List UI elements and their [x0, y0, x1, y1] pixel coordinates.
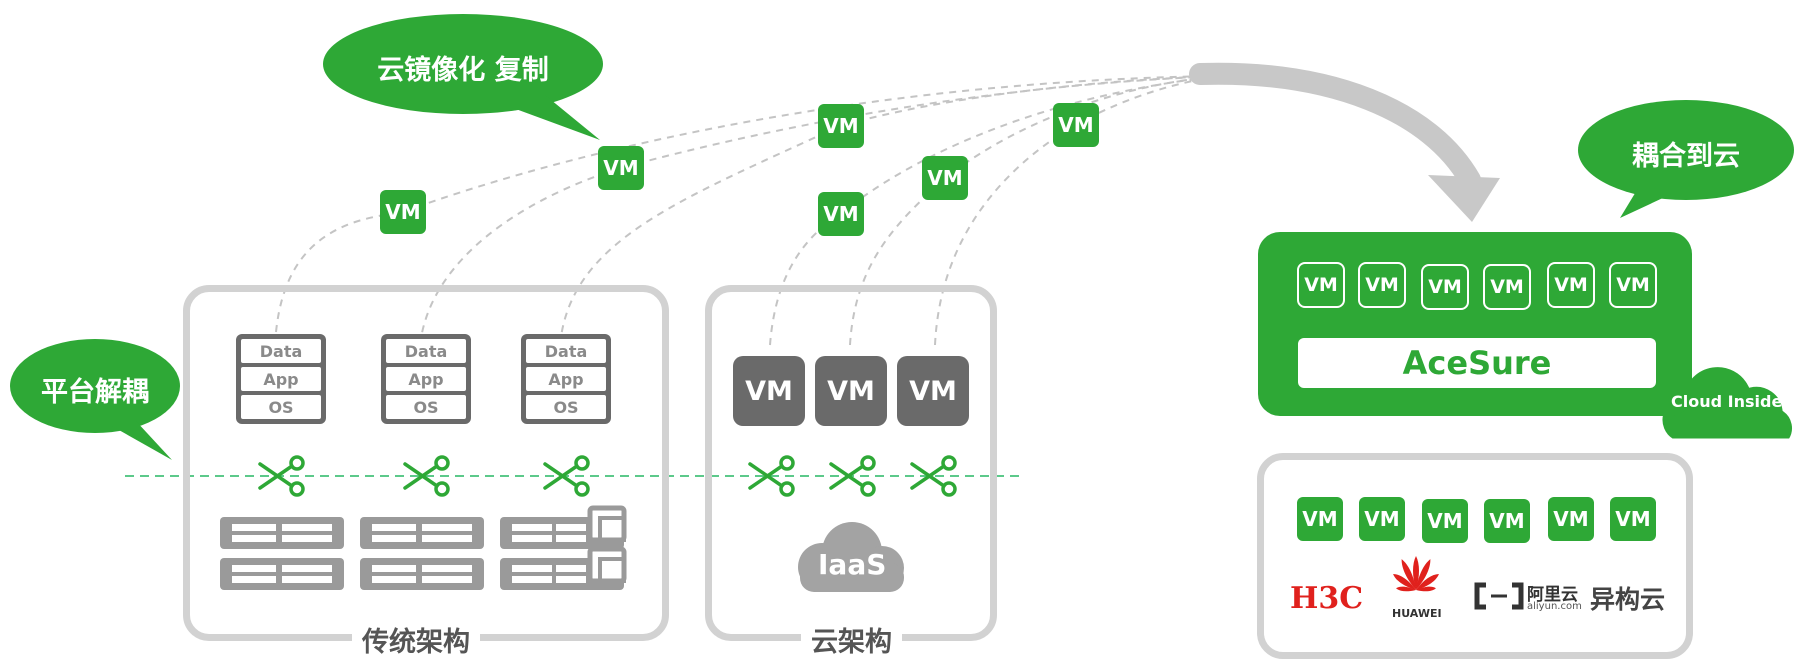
bubble-decouple-tail — [110, 420, 172, 460]
bubble-decouple-text: 平台解耦 — [41, 377, 149, 408]
layer-data: Data — [526, 339, 606, 363]
bubble-couple-shape — [1578, 100, 1794, 200]
app-stack: Data App OS — [236, 334, 326, 424]
aliyun-logo-icon — [1474, 582, 1524, 610]
scissors-icon-6 — [910, 455, 957, 497]
acesure-vm: VM — [1547, 262, 1595, 308]
layer-app: App — [241, 367, 321, 391]
bubble-mirror-shape — [323, 14, 603, 114]
bubble-couple-tail — [1620, 185, 1680, 218]
server-icon-2 — [360, 517, 484, 590]
iaas-cloud-icon — [798, 522, 904, 592]
hetero-vm: VM — [1610, 497, 1656, 541]
scissors-icon-2 — [403, 455, 450, 497]
scissors-icon-3 — [543, 455, 590, 497]
link-line-6 — [934, 75, 1221, 346]
vm-chip: VM — [380, 190, 426, 234]
server-icon-3 — [500, 505, 627, 590]
aliyun-domain-text: aliyun.com — [1527, 601, 1582, 612]
link-line-3 — [559, 75, 1221, 346]
vm-chip: VM — [922, 156, 968, 200]
hetero-cloud-label: 异构云 — [1590, 585, 1666, 614]
link-line-2 — [419, 75, 1221, 346]
traditional-arch-label: 传统架构 — [352, 620, 480, 659]
bubble-mirror-text: 云镜像化 复制 — [377, 55, 549, 86]
acesure-platform — [1258, 232, 1692, 416]
cloud-vm: VM — [897, 356, 969, 426]
aliyun-logo-text: 阿里云 — [1527, 585, 1578, 605]
big-arrow-head — [1428, 175, 1500, 222]
layer-app: App — [386, 367, 466, 391]
huawei-logo-text: HUAWEI — [1392, 607, 1442, 620]
hetero-vm: VM — [1484, 499, 1530, 543]
bubble-couple-text: 耦合到云 — [1632, 141, 1740, 172]
layer-app: App — [526, 367, 606, 391]
app-stack: Data App OS — [521, 334, 611, 424]
acesure-vm: VM — [1421, 264, 1469, 310]
layer-data: Data — [386, 339, 466, 363]
cloud-arch-frame — [705, 285, 997, 641]
migration-lines — [274, 75, 1221, 346]
bubble-mirror-tail — [505, 95, 600, 140]
vm-chip: VM — [598, 146, 644, 190]
cloud-arch-label: 云架构 — [801, 620, 902, 659]
app-stack: Data App OS — [381, 334, 471, 424]
acesure-vm: VM — [1358, 262, 1406, 308]
cloud-vm: VM — [733, 356, 805, 426]
layer-os: OS — [241, 395, 321, 419]
iaas-label: IaaS — [818, 548, 887, 581]
acesure-vm: VM — [1609, 262, 1657, 308]
layer-os: OS — [386, 395, 466, 419]
vm-chip: VM — [818, 104, 864, 148]
acesure-vm: VM — [1297, 262, 1345, 308]
hetero-vm: VM — [1548, 497, 1594, 541]
cloud-vm: VM — [815, 356, 887, 426]
hetero-vm: VM — [1297, 497, 1343, 541]
link-line-1 — [274, 75, 1221, 346]
hetero-vm: VM — [1359, 497, 1405, 541]
scissors-icon-5 — [829, 455, 876, 497]
cloud-inside-label: Cloud Inside — [1671, 392, 1783, 411]
link-line-4 — [769, 75, 1221, 346]
acesure-vm: VM — [1483, 264, 1531, 310]
h3c-logo: H3C — [1290, 581, 1364, 616]
bubble-decouple-shape — [10, 339, 180, 433]
link-line-5 — [849, 75, 1221, 346]
vm-chip: VM — [1053, 103, 1099, 147]
vm-chip: VM — [818, 192, 864, 236]
hetero-vm: VM — [1422, 499, 1468, 543]
layer-data: Data — [241, 339, 321, 363]
hetero-cloud-frame — [1257, 453, 1693, 659]
servers-group — [220, 505, 627, 590]
acesure-title: AceSure — [1298, 338, 1656, 388]
scissors-icon-4 — [748, 455, 795, 497]
scissors-icon-1 — [258, 455, 305, 497]
server-icon-1 — [220, 517, 344, 590]
layer-os: OS — [526, 395, 606, 419]
scissors-group — [258, 455, 957, 497]
huawei-logo-icon — [1393, 556, 1439, 592]
big-arrow-shaft — [1189, 62, 1481, 191]
